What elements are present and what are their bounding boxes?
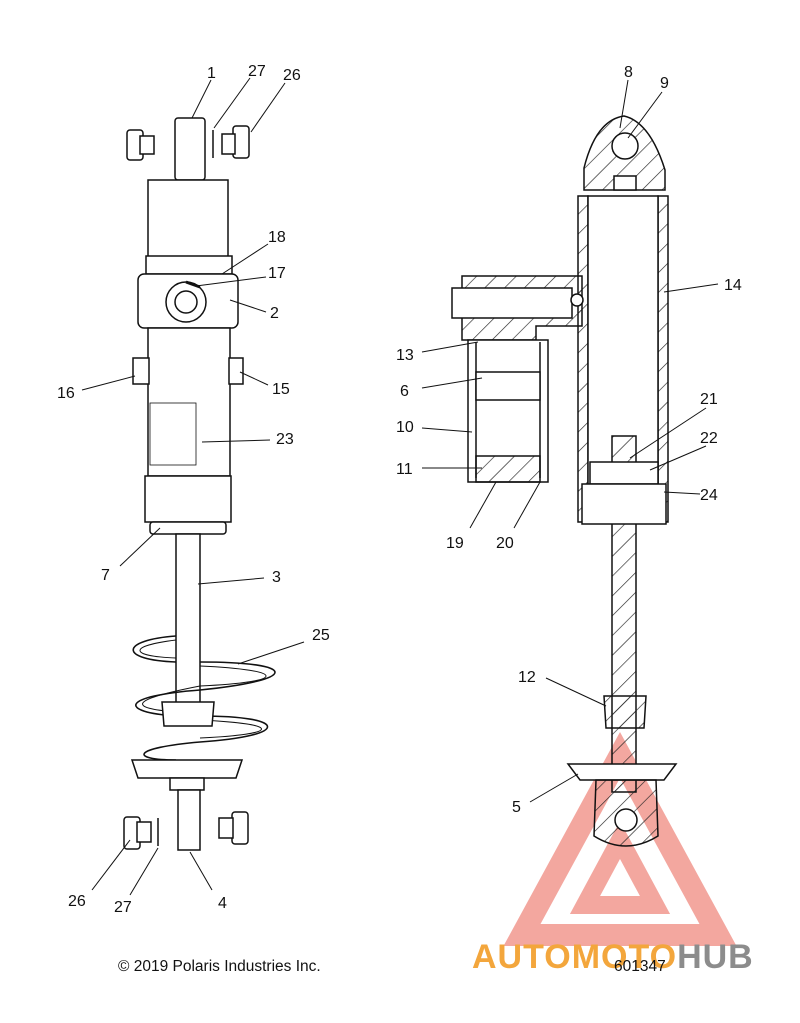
shock-body-ring — [145, 255, 233, 275]
document-number: 601347 — [614, 958, 666, 975]
callout-13: 13 — [396, 347, 414, 364]
bump-stop — [603, 695, 647, 729]
spring — [132, 635, 276, 761]
callout-5: 5 — [512, 799, 521, 816]
bushing-bottom-right — [218, 811, 249, 845]
shock-body-cap — [147, 179, 229, 262]
main-piston — [589, 461, 659, 485]
shock-external-view — [123, 117, 276, 851]
callout-12: 12 — [518, 669, 536, 686]
callout-21: 21 — [700, 391, 718, 408]
callout-26: 26 — [283, 67, 301, 84]
callout-27: 27 — [248, 63, 266, 80]
watermark-text-part2: HUB — [677, 938, 754, 976]
callout-26b: 26 — [68, 893, 86, 910]
callout-9: 9 — [660, 75, 669, 92]
watermark-text: AUTOMOTOHUB — [472, 938, 754, 977]
callout-4: 4 — [218, 895, 227, 912]
bushing-top-right — [212, 125, 250, 159]
callout-numbers: 1 27 26 18 17 2 16 15 23 7 3 25 26 27 4 … — [57, 63, 742, 916]
callout-7: 7 — [101, 567, 110, 584]
callout-25: 25 — [312, 627, 330, 644]
callout-15: 15 — [272, 381, 290, 398]
lower-collar — [144, 475, 232, 523]
spring-retainer-cutaway — [566, 763, 678, 781]
bushing-top-left — [126, 129, 155, 161]
bushing-bottom-left — [123, 816, 159, 850]
shaft — [175, 533, 201, 705]
callout-2: 2 — [270, 305, 279, 322]
callout-16: 16 — [57, 385, 75, 402]
callout-8: 8 — [624, 64, 633, 81]
callout-27b: 27 — [114, 899, 132, 916]
spring-retainer — [130, 759, 244, 779]
callout-14: 14 — [724, 277, 742, 294]
callout-18: 18 — [268, 229, 286, 246]
ifp-piston — [475, 371, 541, 401]
callout-10: 10 — [396, 419, 414, 436]
callout-24: 24 — [700, 487, 718, 504]
reservoir-end-cap — [475, 455, 541, 483]
clamp-left — [132, 357, 150, 385]
callout-6: 6 — [400, 383, 409, 400]
callout-3: 3 — [272, 569, 281, 586]
bottom-eyelet — [177, 789, 201, 851]
callout-23: 23 — [276, 431, 294, 448]
watermark-logo — [503, 731, 737, 946]
leader-lines — [81, 77, 719, 896]
top-eyelet — [174, 117, 206, 181]
spring-seat — [161, 701, 215, 727]
callout-11: 11 — [396, 461, 413, 478]
shock-cutaway-view — [451, 115, 678, 847]
callout-20: 20 — [496, 535, 514, 552]
callout-19: 19 — [446, 535, 464, 552]
callout-17: 17 — [268, 265, 286, 282]
label-area — [149, 402, 197, 466]
callout-22: 22 — [700, 430, 718, 447]
copyright-notice: © 2019 Polaris Industries Inc. — [118, 958, 321, 975]
clamp-right — [228, 357, 244, 385]
callout-1: 1 — [207, 65, 216, 82]
watermark-text-part1: AUTOMOTO — [472, 938, 678, 976]
